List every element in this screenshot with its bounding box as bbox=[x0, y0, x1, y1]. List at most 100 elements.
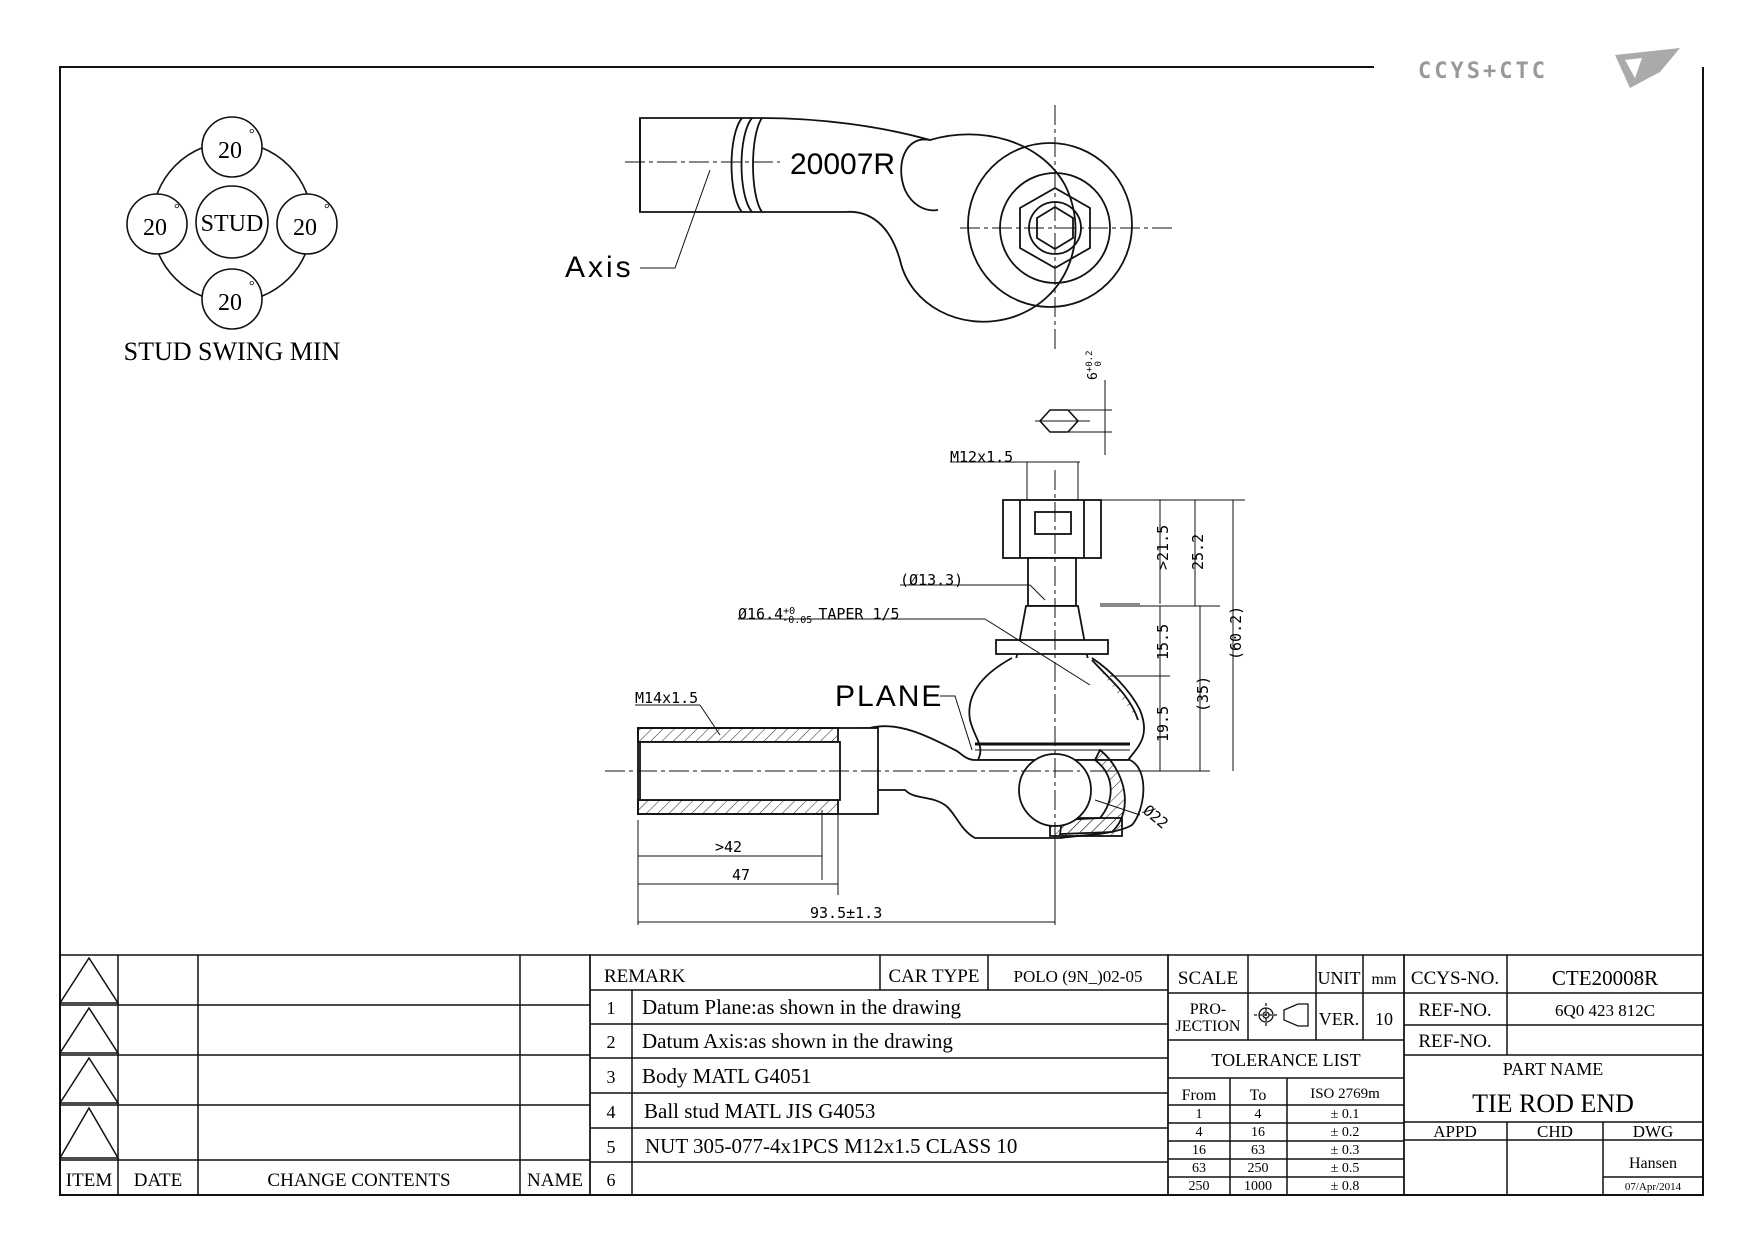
nut-detail bbox=[1035, 380, 1112, 455]
rev-header-item: ITEM bbox=[66, 1170, 113, 1191]
dim-195: 19.5 bbox=[1154, 706, 1172, 742]
remark-text: Datum Axis:as shown in the drawing bbox=[642, 1029, 953, 1053]
remark-no: 2 bbox=[607, 1032, 616, 1052]
tol-from: 250 bbox=[1189, 1179, 1210, 1194]
company-logo: CCYS+CTC bbox=[1418, 48, 1680, 88]
drawn-by: Hansen bbox=[1629, 1155, 1677, 1172]
remark-text: Body MATL G4051 bbox=[642, 1064, 812, 1088]
dim-252: 25.2 bbox=[1189, 534, 1207, 570]
dim-35: (35) bbox=[1194, 676, 1212, 712]
dia-133-label: (Ø13.3) bbox=[900, 571, 963, 589]
projection-symbol-icon bbox=[1254, 1003, 1309, 1027]
degree-mark: ° bbox=[174, 202, 180, 217]
dim-nut: 6+0.20 bbox=[1085, 350, 1104, 380]
drawing-date: 07/Apr/2014 bbox=[1625, 1181, 1682, 1193]
top-view-centerlines bbox=[625, 105, 1175, 350]
remark-text: Ball stud MATL JIS G4053 bbox=[644, 1099, 875, 1123]
tol-from: 63 bbox=[1192, 1161, 1206, 1176]
degree-mark: ° bbox=[249, 279, 255, 294]
dim-42: >42 bbox=[715, 838, 742, 856]
axis-label: Axis bbox=[565, 251, 634, 284]
swing-angle-left: 20 bbox=[143, 215, 167, 241]
dim-47: 47 bbox=[732, 866, 750, 884]
ccys-no-label: CCYS-NO. bbox=[1411, 968, 1499, 989]
tol-to: 1000 bbox=[1244, 1179, 1272, 1194]
tolerance-title: TOLERANCE LIST bbox=[1211, 1050, 1360, 1070]
remark-text: NUT 305-077-4x1PCS M12x1.5 CLASS 10 bbox=[645, 1134, 1017, 1158]
unit-value: mm bbox=[1372, 971, 1397, 988]
scale-tolerance-block bbox=[1167, 954, 1405, 1196]
tol-to: 250 bbox=[1248, 1161, 1269, 1176]
thread-stud-label: M12x1.5 bbox=[950, 448, 1013, 466]
dim-602: (60.2) bbox=[1227, 606, 1245, 660]
remark-no: 5 bbox=[607, 1137, 616, 1157]
tol-to: 16 bbox=[1251, 1125, 1265, 1140]
ccys-no-value: CTE20008R bbox=[1552, 966, 1658, 990]
logo-text: CCYS+CTC bbox=[1418, 59, 1548, 84]
thread-body-label: M14x1.5 bbox=[635, 689, 698, 707]
rev-header-name: NAME bbox=[527, 1170, 583, 1191]
tol-value: ± 0.5 bbox=[1331, 1161, 1360, 1176]
revision-triangle-icon bbox=[58, 1056, 120, 1104]
part-name: TIE ROD END bbox=[1472, 1089, 1634, 1118]
remark-no: 1 bbox=[607, 998, 616, 1018]
chd-label: CHD bbox=[1537, 1122, 1573, 1141]
revision-triangle-icon bbox=[58, 1106, 120, 1159]
plane-label: PLANE bbox=[835, 680, 943, 713]
dim-935: 93.5±1.3 bbox=[810, 904, 882, 922]
revision-triangle-icon bbox=[58, 1006, 120, 1054]
degree-mark: ° bbox=[324, 202, 330, 217]
unit-label: UNIT bbox=[1318, 968, 1361, 988]
swing-center-label: STUD bbox=[201, 211, 264, 237]
rev-header-date: DATE bbox=[134, 1170, 183, 1191]
dim-155: 15.5 bbox=[1154, 624, 1172, 660]
swing-angle-top: 20 bbox=[218, 138, 242, 164]
ref-no-label: REF-NO. bbox=[1418, 1000, 1491, 1021]
tol-header-to: To bbox=[1250, 1087, 1267, 1104]
part-mark: 20007R bbox=[790, 148, 895, 181]
part-name-label: PART NAME bbox=[1503, 1059, 1603, 1079]
ver-value: 10 bbox=[1375, 1009, 1393, 1029]
revision-table bbox=[58, 954, 591, 1196]
dim-nut-tol-lower: 0 bbox=[1094, 361, 1104, 366]
tol-to: 4 bbox=[1255, 1107, 1262, 1122]
remark-text: Datum Plane:as shown in the drawing bbox=[642, 995, 962, 1019]
stud-swing-diagram bbox=[126, 116, 338, 330]
logo-mark-icon bbox=[1615, 48, 1680, 88]
projection-label: JECTION bbox=[1176, 1018, 1241, 1035]
tol-header-from: From bbox=[1182, 1087, 1217, 1104]
car-type-value: POLO (9N_)02-05 bbox=[1014, 967, 1143, 986]
tol-from: 4 bbox=[1196, 1125, 1203, 1140]
swing-angle-right: 20 bbox=[293, 215, 317, 241]
tol-value: ± 0.2 bbox=[1331, 1125, 1360, 1140]
ref-no-value: 6Q0 423 812C bbox=[1555, 1001, 1655, 1020]
side-view bbox=[637, 499, 1145, 839]
degree-mark: ° bbox=[249, 127, 255, 142]
remark-no: 6 bbox=[607, 1170, 616, 1190]
tol-value: ± 0.8 bbox=[1331, 1179, 1360, 1194]
dimension-lines bbox=[635, 461, 1245, 925]
remark-no: 4 bbox=[607, 1102, 616, 1122]
tol-from: 16 bbox=[1192, 1143, 1206, 1158]
side-view-centerlines bbox=[605, 470, 1080, 920]
swing-caption: STUD SWING MIN bbox=[124, 337, 341, 366]
dim-215: >21.5 bbox=[1154, 525, 1172, 570]
car-type-label: CAR TYPE bbox=[889, 966, 980, 987]
tol-value: ± 0.1 bbox=[1331, 1107, 1360, 1122]
revision-triangle-icon bbox=[58, 956, 120, 1004]
tol-header-iso: ISO 2769m bbox=[1310, 1086, 1380, 1102]
title-block bbox=[1403, 954, 1704, 1196]
ref-no-label: REF-NO. bbox=[1418, 1031, 1491, 1052]
rev-header-contents: CHANGE CONTENTS bbox=[267, 1170, 450, 1191]
tol-from: 1 bbox=[1196, 1107, 1203, 1122]
remark-no: 3 bbox=[607, 1067, 616, 1087]
projection-label: PRO- bbox=[1190, 1001, 1226, 1018]
scale-label: SCALE bbox=[1178, 968, 1238, 989]
dim-22: Ø22 bbox=[1139, 801, 1171, 832]
remark-header: REMARK bbox=[604, 966, 686, 987]
tol-value: ± 0.3 bbox=[1331, 1143, 1360, 1158]
swing-angle-bottom: 20 bbox=[218, 290, 242, 316]
ver-label: VER. bbox=[1319, 1009, 1360, 1029]
